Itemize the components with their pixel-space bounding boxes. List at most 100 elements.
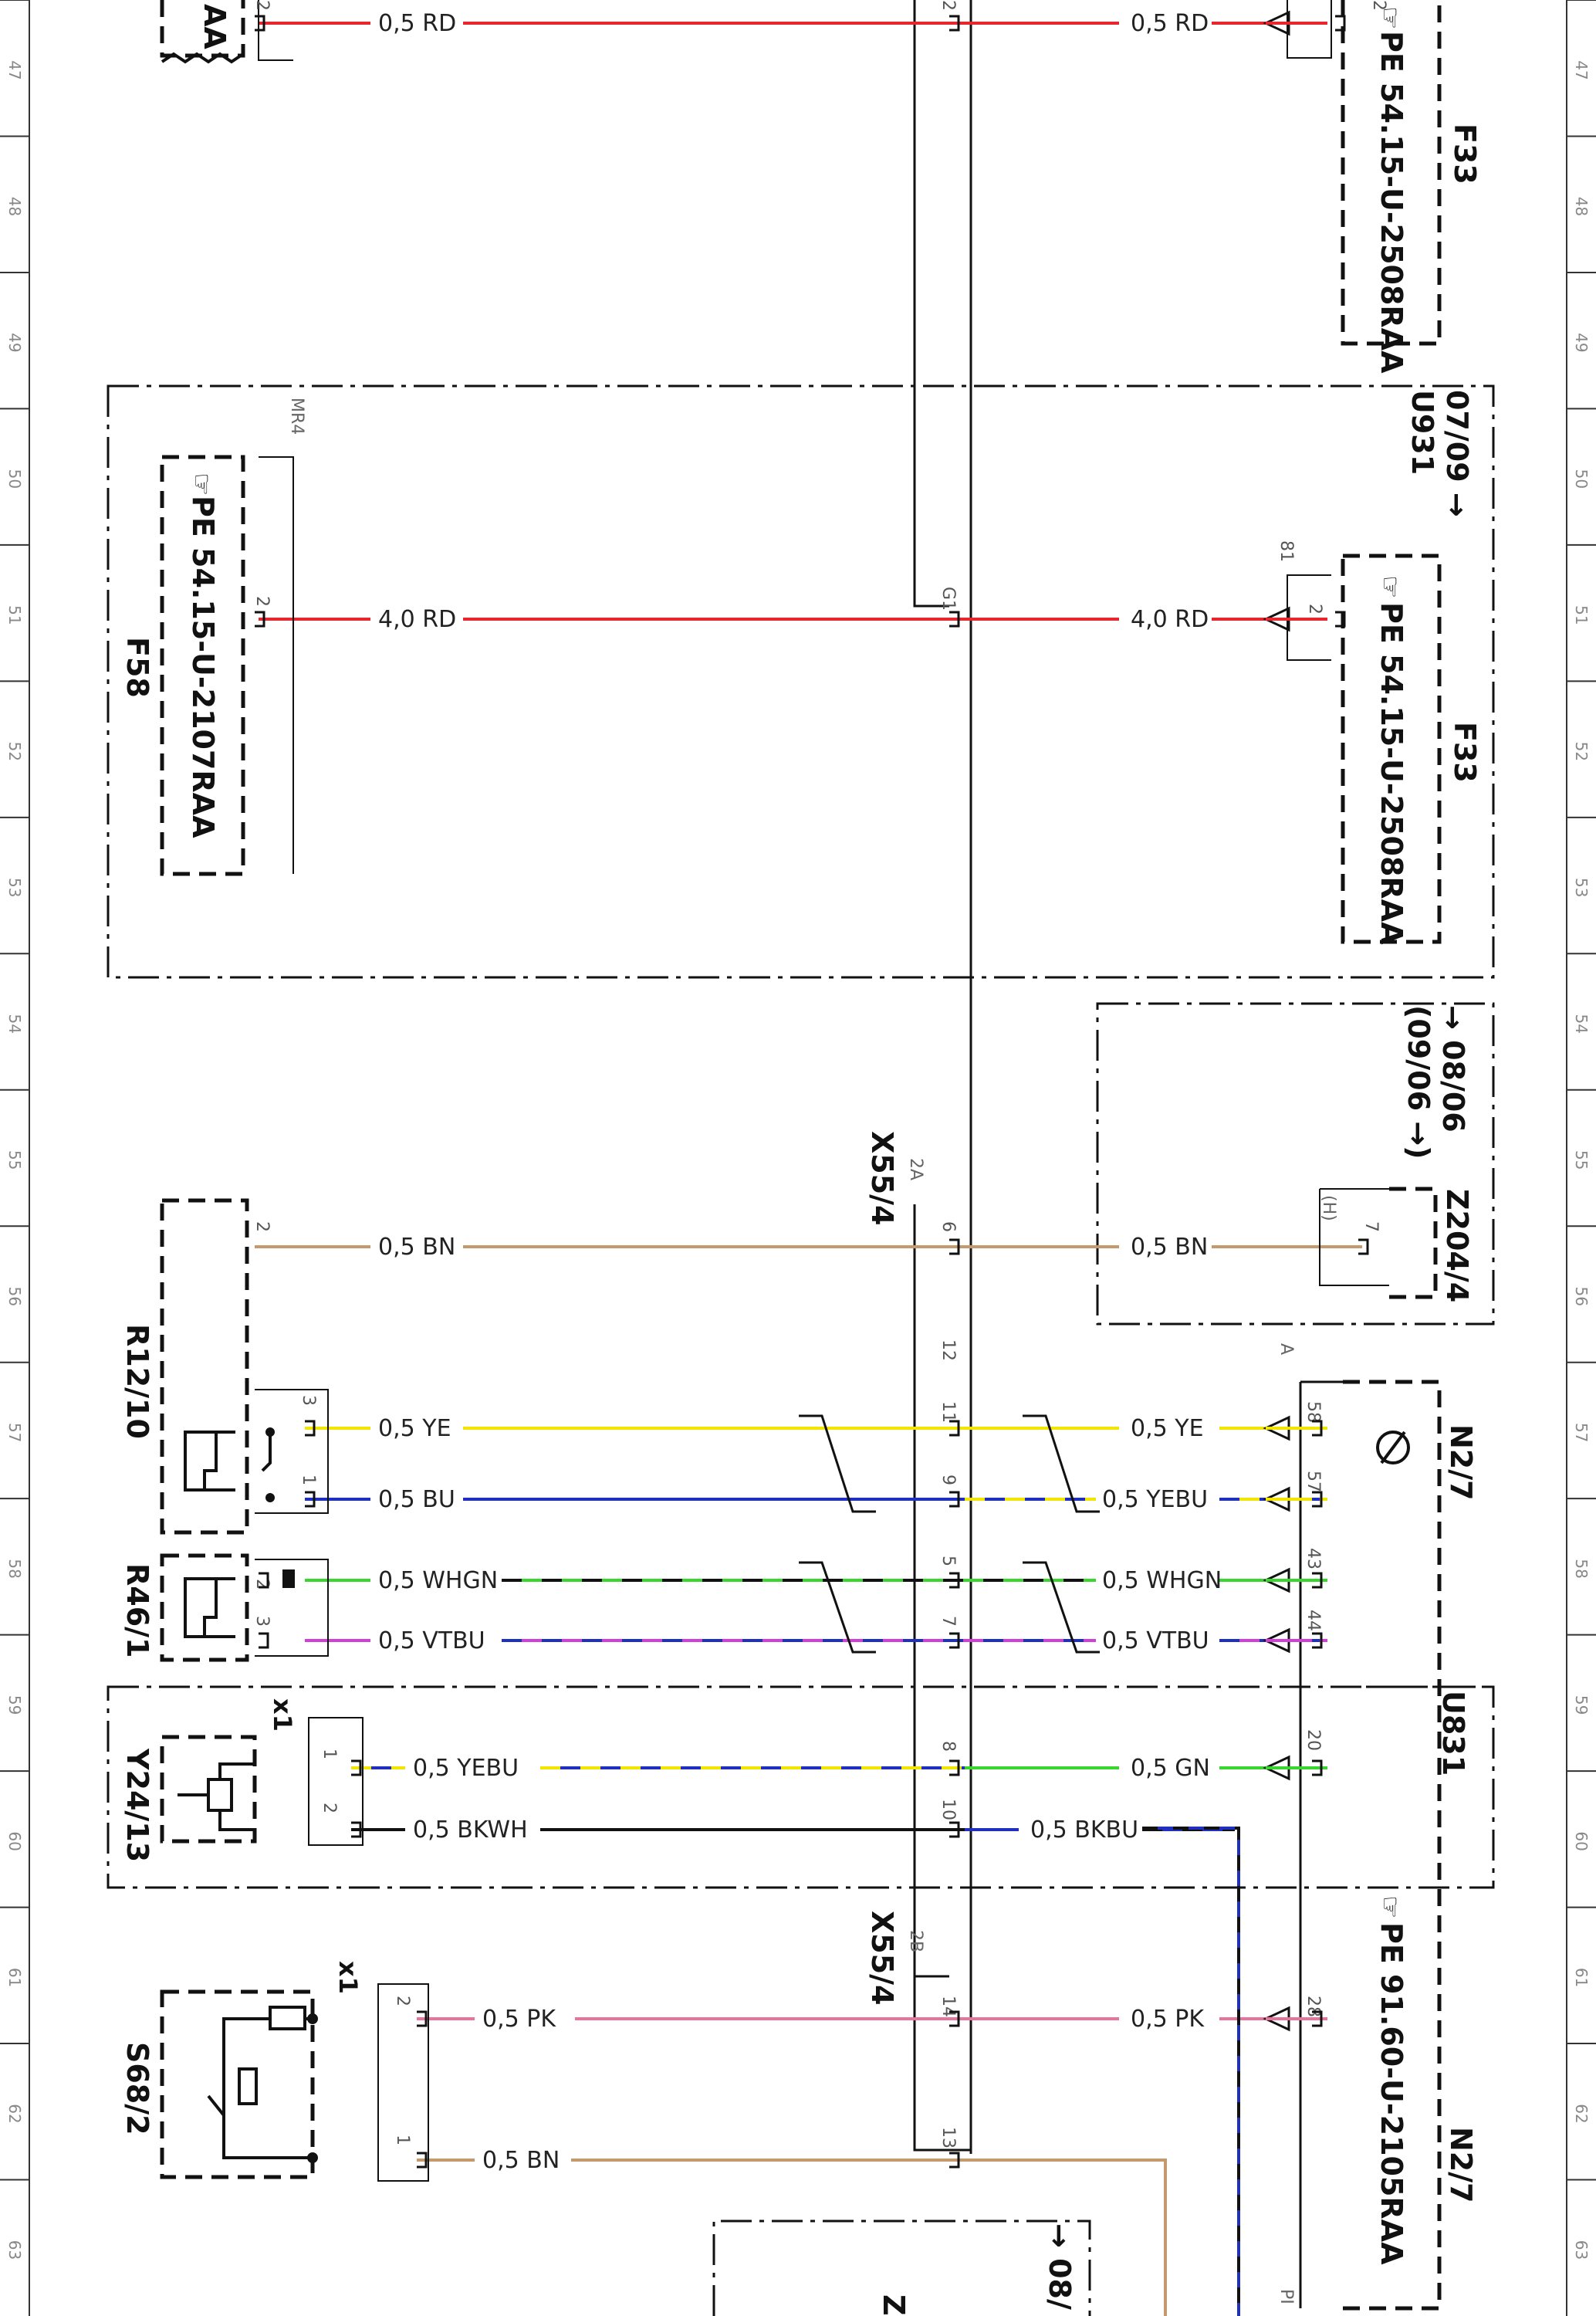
z204-box: [1389, 1187, 1438, 1299]
wire-label: 0,5 BN: [482, 2147, 560, 2174]
pin-contact: [305, 1491, 316, 1508]
central-bus: [913, 0, 972, 2154]
ruler-number: 63: [5, 2240, 24, 2260]
pin-label: 11: [938, 1401, 958, 1423]
pin-label: 7: [1361, 1221, 1381, 1232]
u931-date: 07/09 →: [1440, 390, 1474, 517]
z204-date2: (09/06 →): [1402, 1005, 1435, 1159]
r46-1-box: [160, 1553, 249, 1662]
ruler-number: 62: [1572, 2104, 1591, 2123]
pl-label: PI: [1276, 2289, 1296, 2304]
wire-bkbu-drop-stripe: [1142, 1827, 1240, 2316]
pin-contact: [305, 1420, 316, 1437]
pin-label: 10: [938, 1799, 958, 1820]
ruler-number: 58: [1572, 1559, 1591, 1578]
ruler-number: 47: [1572, 60, 1591, 80]
pin-label: 57: [1304, 1471, 1323, 1492]
pin-label: G1: [938, 587, 958, 611]
n2-7-a: A: [1276, 1343, 1296, 1355]
n2-7-box: [1343, 1380, 1442, 2311]
ruler-number: 57: [1572, 1423, 1591, 1442]
wire-labels: 0,5 RD 0,5 RD 4,0 RD 4,0 RD 0,5 BN 0,5 B…: [378, 10, 1222, 2174]
f33-top-ref: PE 54.15-U-2508RAA: [1375, 31, 1408, 374]
pin-label: 44: [1304, 1610, 1323, 1631]
hand-pointer-icon: ☞: [1375, 575, 1405, 598]
x55-4-a-label: X55/4: [865, 1131, 899, 1226]
bottom-date: → 08/: [1043, 2223, 1077, 2310]
r12-10-label: R12/10: [120, 1324, 154, 1439]
pin-contact: [949, 1420, 960, 1437]
s68-x1: x1: [333, 1961, 363, 1994]
wire-label: 0,5 YEBU: [1102, 1486, 1208, 1513]
ruler-number: 50: [1572, 469, 1591, 489]
wire-label: 0,5 PK: [1131, 2006, 1205, 2033]
ruler-number: 51: [1572, 605, 1591, 625]
wire-label: 0,5 YE: [378, 1415, 451, 1442]
pin-contact: [255, 15, 265, 32]
z204-date1: → 08/06: [1436, 1005, 1470, 1133]
f33-mid-ref: PE 54.15-U-2508RAA: [1375, 602, 1408, 945]
pin-contact: [351, 1821, 362, 1838]
f33-top-bracket: [1287, 0, 1332, 59]
u831-label: U831: [1436, 1691, 1470, 1776]
ruler-number: 53: [1572, 878, 1591, 897]
s68-2-box: [160, 1989, 315, 2179]
ruler-number: 56: [1572, 1286, 1591, 1305]
f58-box: [160, 455, 245, 876]
f33-top-box: [1341, 0, 1442, 346]
pin-label: 1: [393, 2135, 412, 2145]
f58-label: F58: [120, 637, 154, 698]
pin-contact: [949, 611, 960, 628]
top-left-box: [160, 0, 245, 58]
pin-label: 28: [1304, 1996, 1323, 2017]
n2-7-label: N2/7: [1444, 1424, 1478, 1501]
pin-contact: [949, 1491, 960, 1508]
ruler-number: 52: [5, 742, 24, 761]
wire-label: 0,5 BU: [378, 1486, 455, 1513]
pin-label: 3: [252, 1616, 272, 1627]
pin-contact: [417, 2152, 428, 2169]
pin-contact: [1358, 1238, 1369, 1255]
top-left-bracket: [258, 0, 293, 61]
s68-x1-connector: [377, 1983, 429, 2182]
r46-1-label: R46/1: [120, 1563, 154, 1657]
pin-label: 2: [1369, 0, 1388, 11]
s68-2-label: S68/2: [120, 2042, 154, 2135]
r12-10-box: [160, 1198, 249, 1535]
n2-7-bus: [1299, 1380, 1343, 2308]
wire-label: 0,5 BKBU: [1030, 1817, 1138, 1844]
f33-mid-label: F33: [1448, 722, 1482, 783]
sensor-icon: [184, 1569, 295, 1638]
area-u831: [107, 1685, 1495, 1889]
z204-label: Z204/4: [1440, 1189, 1474, 1302]
break-mark: [161, 52, 245, 64]
pin-label: 2: [938, 0, 958, 11]
ruler-number: 55: [5, 1150, 24, 1170]
wire-label: 0,5 BKWH: [413, 1817, 528, 1844]
ruler-number: 47: [5, 60, 24, 80]
wire-label: 0,5 BN: [1131, 1234, 1208, 1261]
z204-bracket: [1319, 1188, 1389, 1286]
pin-contact: [259, 1572, 269, 1589]
n2-7-ref: PE 91.60-U-2105RAA: [1375, 1922, 1408, 2265]
wire-bkbu-drop: [1142, 1827, 1240, 2316]
x55-4-b-label: X55/4: [865, 1911, 899, 2006]
pin-label: 2: [252, 596, 272, 607]
pin-contact: [351, 1759, 362, 1776]
wire-label: 0,5 WHGN: [378, 1567, 498, 1594]
sensor-icon: [184, 1427, 275, 1502]
wire-label: 0,5 BN: [378, 1234, 455, 1261]
pin-contact: [949, 2010, 960, 2027]
pin-contact: [1312, 2010, 1323, 2027]
wire-label: 0,5 GN: [1131, 1755, 1210, 1782]
wire-label: 4,0 RD: [1131, 606, 1209, 633]
wire-label: 0,5 VTBU: [378, 1627, 485, 1654]
pin-label: 2: [252, 1221, 272, 1232]
pin-label: 2: [1305, 604, 1324, 615]
valve-icon: [178, 1762, 255, 1831]
pin-label: 43: [1304, 1548, 1323, 1569]
pin-label: 6: [938, 1221, 958, 1232]
y24-x1: x1: [268, 1698, 297, 1732]
pin-contact: [259, 1632, 269, 1649]
